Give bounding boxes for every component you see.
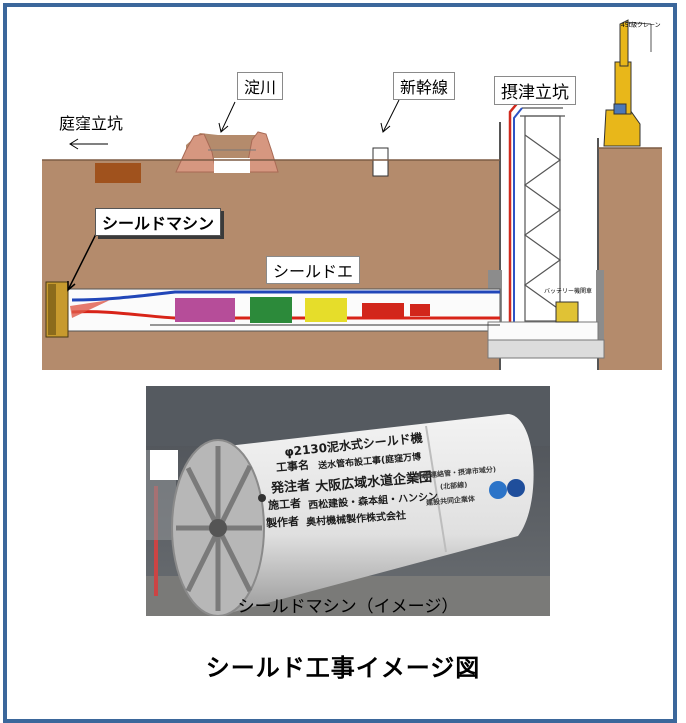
label-crane: 45t級クレーン <box>621 22 661 29</box>
niwakubo-block <box>95 163 141 183</box>
stair-tower <box>520 107 565 322</box>
label-settsu-shaft: 摂津立坑 <box>494 76 576 105</box>
arrow-yodogawa <box>220 101 236 133</box>
arrow-shinkansen <box>382 99 400 133</box>
shield-machine-image <box>146 386 550 616</box>
car-green <box>250 297 292 323</box>
supply-pipe <box>513 107 523 322</box>
tunnel-cross-section <box>42 19 662 370</box>
river-bank-right <box>245 131 279 173</box>
ground-soil-right <box>598 148 662 370</box>
label-battery-loco: バッテリー機関車 <box>544 288 593 295</box>
battery-loco <box>555 301 579 323</box>
photo-caption: シールドマシン（イメージ） <box>237 597 459 617</box>
machine-body <box>210 414 534 614</box>
label-shinkansen: 新幹線 <box>393 72 456 100</box>
label-yodogawa: 淀川 <box>237 72 284 100</box>
page-title: シールド工事イメージ図 <box>205 654 481 682</box>
label-niwakubo-shaft: 庭窪立坑 <box>56 110 127 134</box>
car-yellow <box>305 298 347 322</box>
plate-row-3-key: 施工者 <box>267 496 302 513</box>
plate-row-2-key: 発注者 <box>270 478 311 497</box>
arrow-shield-machine <box>67 227 100 291</box>
crane <box>603 19 652 147</box>
car-magenta <box>175 298 235 322</box>
shinkansen-pier <box>372 147 389 177</box>
label-shield-machine: シールドマシン <box>95 208 222 236</box>
white-patch <box>150 450 178 480</box>
river-water <box>214 158 250 173</box>
plate-row-1-key: 工事名 <box>275 458 310 475</box>
car-red-1 <box>362 303 404 317</box>
plate-row-4-key: 製作者 <box>265 514 300 531</box>
label-shield-work: シールドエ <box>266 256 361 284</box>
car-red-2 <box>410 304 430 316</box>
